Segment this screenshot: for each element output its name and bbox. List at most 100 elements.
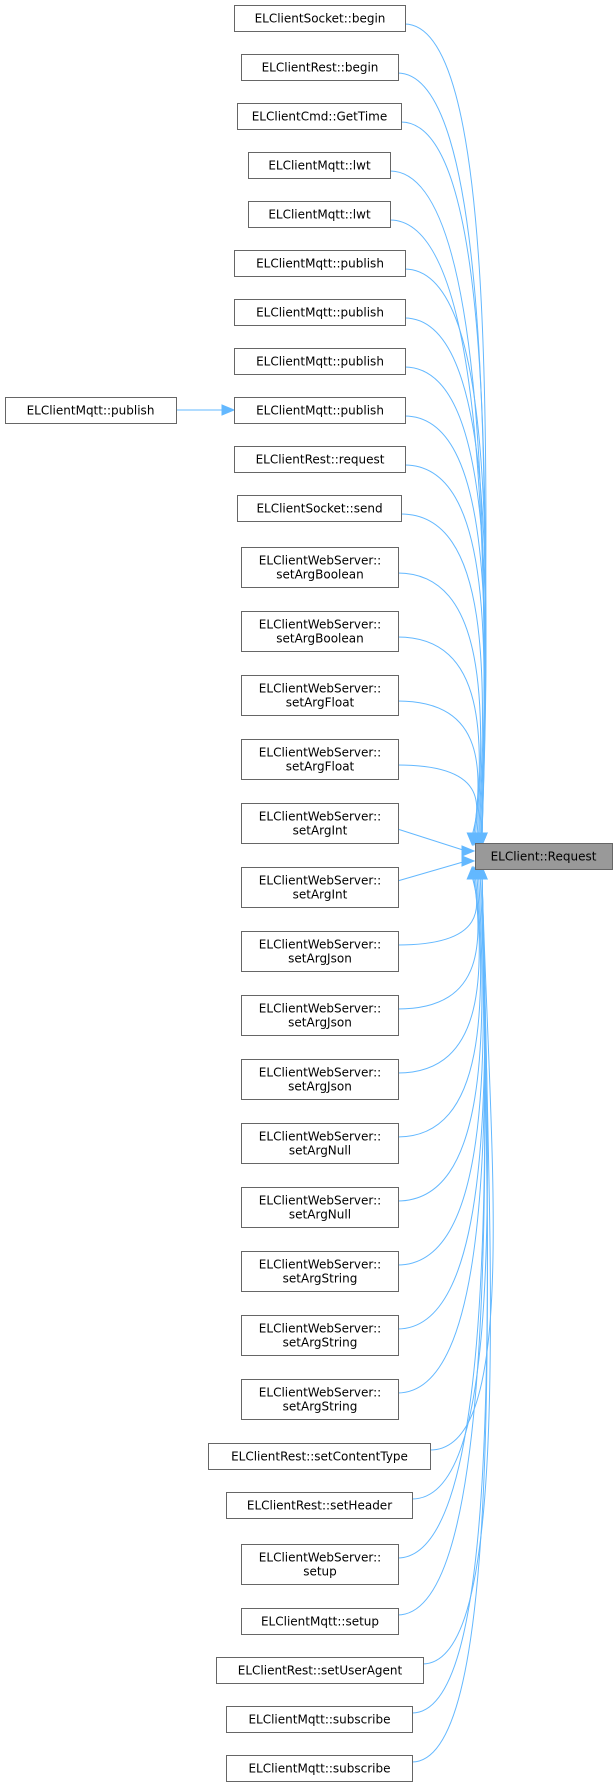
node-label: ELClientRest::request (256, 453, 385, 467)
node-label: ELClientWebServer:: (259, 682, 381, 696)
caller-node[interactable]: ELClientMqtt::lwt (248, 152, 391, 179)
caller-node[interactable]: ELClientMqtt::setup (241, 1608, 399, 1635)
node-label: ELClientWebServer:: (259, 1066, 381, 1080)
caller-node[interactable]: ELClientWebServer::setArgJson (241, 931, 399, 972)
target-label: ELClient::Request (491, 850, 597, 864)
caller-node[interactable]: ELClientSocket::send (237, 495, 402, 522)
node-label: ELClientRest::setHeader (247, 1499, 392, 1513)
node-box (241, 867, 399, 908)
caller-node[interactable]: ELClientMqtt::subscribe (226, 1755, 413, 1782)
node-box (241, 931, 399, 972)
node-label: setArgInt (293, 888, 348, 902)
node-label: ELClientRest::begin (262, 61, 379, 75)
node-label: ELClientWebServer:: (259, 1551, 381, 1565)
call-edge (397, 876, 486, 1394)
call-edge (429, 876, 494, 1451)
node-label: ELClientWebServer:: (259, 874, 381, 888)
node-box (237, 103, 402, 130)
node-label: ELClientWebServer:: (259, 1258, 381, 1272)
node-box (237, 495, 402, 522)
node-label: ELClientMqtt::publish (256, 306, 384, 320)
node-label: ELClientRest::setUserAgent (238, 1664, 403, 1678)
caller-node[interactable]: ELClientWebServer::setArgInt (241, 803, 399, 844)
node-box (234, 299, 406, 326)
node-label: ELClientMqtt::subscribe (248, 1713, 390, 1727)
node-label: ELClientWebServer:: (259, 1194, 381, 1208)
caller-node[interactable]: ELClientWebServer::setArgFloat (241, 675, 399, 716)
node-box (241, 1123, 399, 1164)
node-label: setArgBoolean (276, 568, 363, 582)
node-box (241, 1187, 399, 1228)
node-label: ELClientRest::setContentType (231, 1450, 408, 1464)
caller-node[interactable]: ELClientWebServer::setArgNull (241, 1187, 399, 1228)
arrowhead (466, 832, 479, 847)
call-edge (397, 764, 478, 836)
node-box (226, 1755, 413, 1782)
nodes: ELClientSocket::beginELClientRest::begin… (5, 5, 613, 1782)
caller-node[interactable]: ELClientMqtt::publish (234, 397, 406, 424)
node-box (241, 1059, 399, 1100)
call-edge (404, 415, 486, 836)
node-box (248, 152, 391, 179)
caller-node[interactable]: ELClientWebServer::setArgInt (241, 867, 399, 908)
caller-node[interactable]: ELClientRest::begin (241, 54, 399, 81)
caller-node[interactable]: ELClientMqtt::lwt (248, 201, 391, 228)
caller-node[interactable]: ELClientRest::setUserAgent (216, 1657, 424, 1684)
caller-node[interactable]: ELClientWebServer::setArgJson (241, 1059, 399, 1100)
node-label: ELClientWebServer:: (259, 1386, 381, 1400)
node-box (226, 1706, 413, 1733)
call-edge (397, 876, 480, 1074)
node-label: setArgNull (289, 1144, 351, 1158)
caller-node[interactable]: ELClientWebServer::setArgJson (241, 995, 399, 1036)
caller-node[interactable]: ELClientCmd::GetTime (237, 103, 402, 130)
caller-node[interactable]: ELClientWebServer::setup (241, 1544, 399, 1585)
node-box (241, 995, 399, 1036)
node-label: setup (303, 1565, 337, 1579)
caller-node[interactable]: ELClientSocket::begin (234, 5, 406, 32)
call-edge (397, 700, 479, 836)
node-box (241, 1379, 399, 1420)
node-box (241, 547, 399, 588)
caller-node[interactable]: ELClientMqtt::publish (234, 299, 406, 326)
call-edge (422, 876, 491, 1665)
target-node[interactable]: ELClient::Request (475, 843, 613, 870)
caller-node[interactable]: ELClientWebServer::setArgNull (241, 1123, 399, 1164)
node-box (241, 54, 399, 81)
node-label: setArgJson (288, 1016, 352, 1030)
node-box (5, 397, 177, 424)
arrowhead (461, 855, 476, 867)
upstream-caller-node[interactable]: ELClientMqtt::publish (5, 397, 177, 424)
node-label: ELClientWebServer:: (259, 746, 381, 760)
caller-node[interactable]: ELClientWebServer::setArgFloat (241, 739, 399, 780)
caller-node[interactable]: ELClientMqtt::subscribe (226, 1706, 413, 1733)
edges (176, 23, 494, 1763)
caller-node[interactable]: ELClientRest::setHeader (226, 1492, 413, 1519)
node-box (241, 1251, 399, 1292)
node-box (234, 250, 406, 277)
node-label: ELClientMqtt::publish (27, 404, 155, 418)
caller-node[interactable]: ELClientRest::setContentType (208, 1443, 431, 1470)
node-label: setArgFloat (286, 760, 355, 774)
node-label: setArgJson (288, 952, 352, 966)
call-edge (397, 876, 482, 1138)
caller-node[interactable]: ELClientWebServer::setArgBoolean (241, 547, 399, 588)
node-label: ELClientWebServer:: (259, 554, 381, 568)
caller-node[interactable]: ELClientMqtt::publish (234, 250, 406, 277)
node-label: ELClientSocket::send (256, 502, 382, 516)
node-box (241, 1544, 399, 1585)
caller-node[interactable]: ELClientWebServer::setArgString (241, 1251, 399, 1292)
node-box (234, 5, 406, 32)
caller-node[interactable]: ELClientWebServer::setArgString (241, 1315, 399, 1356)
node-label: ELClientWebServer:: (259, 618, 381, 632)
caller-node[interactable]: ELClientWebServer::setArgBoolean (241, 611, 399, 652)
node-label: ELClientWebServer:: (259, 1130, 381, 1144)
caller-node[interactable]: ELClientRest::request (234, 446, 406, 473)
node-box (475, 843, 613, 870)
arrowhead (476, 865, 488, 880)
caller-node[interactable]: ELClientWebServer::setArgString (241, 1379, 399, 1420)
caller-node[interactable]: ELClientMqtt::publish (234, 348, 406, 375)
call-edge (397, 636, 480, 836)
call-edge (397, 876, 478, 946)
node-label: ELClientMqtt::setup (261, 1615, 379, 1629)
